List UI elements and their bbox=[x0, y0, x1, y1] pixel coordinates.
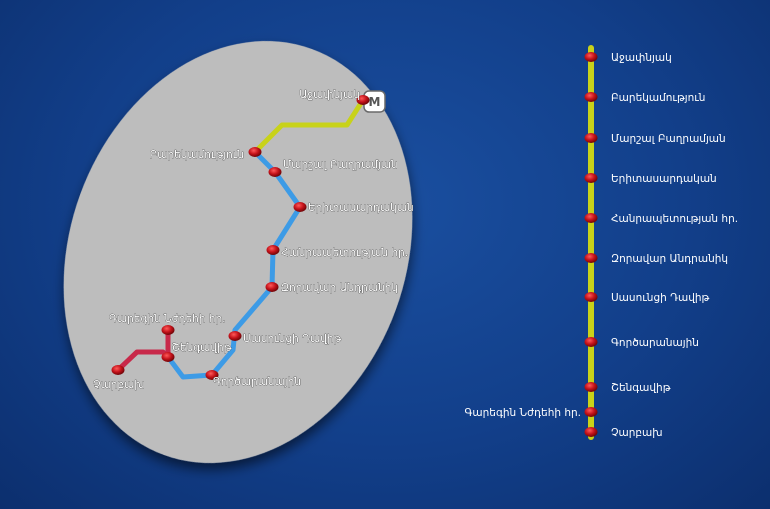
station-marker-marshal bbox=[268, 167, 282, 177]
station-marker-ajapnyak bbox=[356, 95, 370, 105]
station-label-garegin: Գարեգին Նժդեհի հր. bbox=[109, 313, 225, 325]
station-marker-hanrapetutyan bbox=[266, 245, 280, 255]
line-station-label-hanrapetutyan: Հանրապետության հր. bbox=[611, 213, 738, 225]
line-station-marker-hanrapetutyan bbox=[584, 213, 598, 223]
station-label-zoravar: Զորավար Անդրանիկ bbox=[281, 282, 398, 294]
svg-text:M: M bbox=[369, 95, 381, 109]
line-station-label-charbakh: Չարբախ bbox=[611, 427, 663, 439]
line-station-label-yeritasardakan: Երիտասարդական bbox=[611, 173, 717, 185]
station-marker-zoravar bbox=[265, 282, 279, 292]
line-station-label-shengavit: Շենգավիթ bbox=[611, 382, 671, 394]
red-line-segment bbox=[115, 327, 171, 373]
station-label-marshal: Մարշալ Բաղրամյան bbox=[283, 159, 398, 171]
station-marker-sasuntsi bbox=[228, 331, 242, 341]
station-label-yeritasardakan: Երիտասարդական bbox=[308, 202, 414, 214]
line-station-marker-barekamutyun bbox=[584, 92, 598, 102]
blue-line-segment bbox=[165, 149, 303, 380]
line-station-label-ajapnyak: Աջափնյակ bbox=[611, 52, 672, 64]
station-marker-gortsaranayin bbox=[205, 370, 219, 380]
station-marker-shengavit bbox=[161, 352, 175, 362]
line-station-marker-charbakh bbox=[584, 427, 598, 437]
station-label-shengavit: Շենգավիթ bbox=[172, 342, 232, 354]
line-station-marker-ajapnyak bbox=[584, 52, 598, 62]
yellow-line-segment bbox=[252, 97, 366, 155]
line-station-marker-zoravar bbox=[584, 253, 598, 263]
station-marker-garegin bbox=[161, 325, 175, 335]
station-label-charbakh: Չարբախ bbox=[93, 379, 145, 391]
line-station-marker-garegin bbox=[584, 407, 598, 417]
line-station-label-marshal: Մարշալ Բաղրամյան bbox=[611, 133, 726, 145]
line-station-label-zoravar: Զորավար Անդրանիկ bbox=[611, 253, 728, 265]
line-station-marker-sasuntsi bbox=[584, 292, 598, 302]
station-label-hanrapetutyan: Հանրապետության հր. bbox=[281, 247, 408, 259]
line-station-marker-marshal bbox=[584, 133, 598, 143]
map-ellipse bbox=[63, 41, 413, 463]
line-station-label-gortsaranayin: Գործարանային bbox=[611, 337, 699, 349]
line-station-label-garegin: Գարեգին Նժդեհի հր. bbox=[465, 407, 581, 419]
line-station-label-sasuntsi: Սասունցի Դավիթ bbox=[611, 292, 710, 304]
station-marker-yeritasardakan bbox=[293, 202, 307, 212]
line-station-marker-gortsaranayin bbox=[584, 337, 598, 347]
line-station-marker-shengavit bbox=[584, 382, 598, 392]
station-label-ajapnyak: Աջափնյակ bbox=[299, 89, 360, 101]
station-label-sasuntsi: Սասունցի Դավիթ bbox=[243, 333, 342, 345]
station-marker-charbakh bbox=[111, 365, 125, 375]
line-station-label-barekamutyun: Բարեկամություն bbox=[611, 92, 705, 104]
line-station-marker-yeritasardakan bbox=[584, 173, 598, 183]
station-label-gortsaranayin: Գործարանային bbox=[213, 376, 301, 388]
station-marker-barekamutyun bbox=[248, 147, 262, 157]
station-label-barekamutyun: Բարեկամություն bbox=[150, 149, 244, 161]
